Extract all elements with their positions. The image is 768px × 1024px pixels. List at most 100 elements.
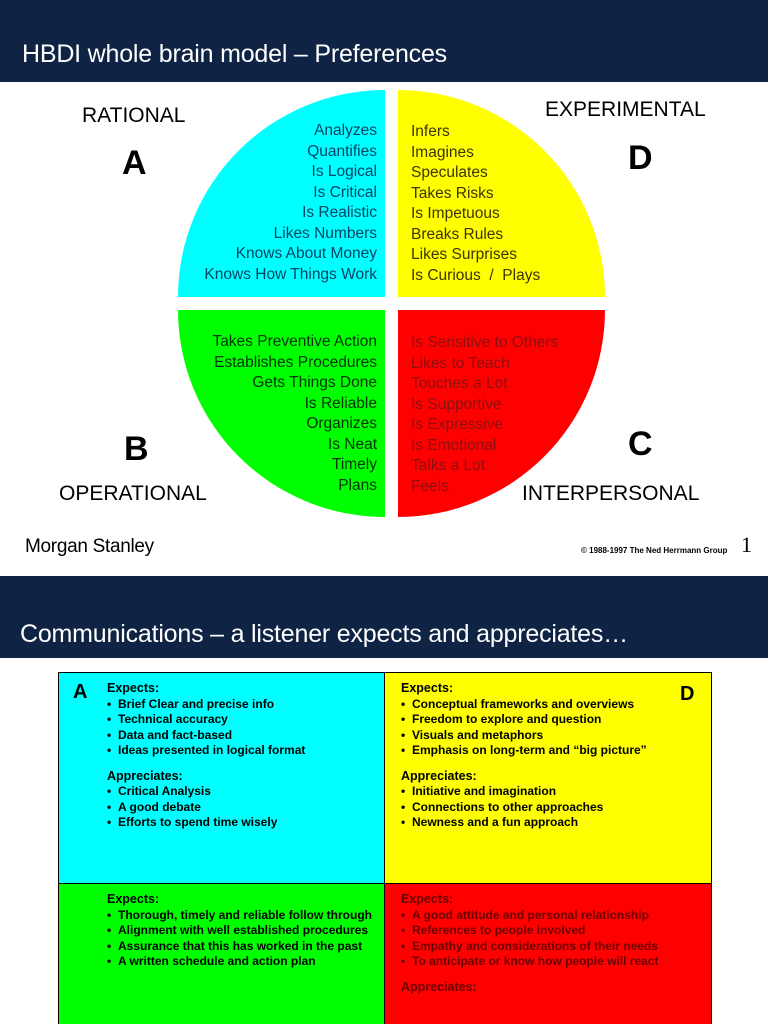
trait-item: Talks a Lot bbox=[411, 457, 486, 474]
trait-item: Organizes bbox=[306, 415, 377, 432]
list-item: To anticipate or know how people will re… bbox=[401, 954, 701, 970]
trait-item: Is Impetuous bbox=[411, 205, 500, 222]
quadrant-c-shape bbox=[398, 310, 605, 517]
trait-item: Breaks Rules bbox=[411, 225, 504, 243]
expects-list: Conceptual frameworks and overviews Free… bbox=[401, 697, 691, 759]
trait-item: Likes Surprises bbox=[411, 246, 517, 263]
box-b: Expects: Thorough, timely and reliable f… bbox=[58, 883, 385, 1024]
appreciates-label: Appreciates: bbox=[107, 768, 183, 783]
quadrant-c-label: INTERPERSONAL bbox=[522, 482, 700, 505]
box-a-content: Expects: Brief Clear and precise info Te… bbox=[107, 681, 382, 831]
trait-item: Is Curious / Plays bbox=[411, 266, 541, 284]
box-c-content: Expects: A good attitude and personal re… bbox=[401, 892, 701, 995]
quadrant-d-traits: Infers Imagines Speculates Takes Risks I… bbox=[411, 122, 540, 286]
expects-list: Thorough, timely and reliable follow thr… bbox=[107, 908, 377, 970]
copyright-notice: © 1988-1997 The Ned Herrmann Group bbox=[581, 546, 728, 555]
quadrant-a-shape bbox=[178, 90, 385, 297]
box-d-content: Expects: Conceptual frameworks and overv… bbox=[401, 681, 691, 831]
trait-item: Likes to Teach bbox=[411, 354, 510, 372]
list-item: Connections to other approaches bbox=[401, 800, 691, 816]
slide2-header: Communications – a listener expects and … bbox=[0, 576, 768, 658]
slide2-title: Communications – a listener expects and … bbox=[20, 620, 628, 648]
expects-label: Expects: bbox=[401, 892, 454, 906]
quadrant-d-letter: D bbox=[628, 139, 653, 177]
trait-item: Is Sensitive to Others bbox=[411, 334, 559, 351]
expects-label: Expects: bbox=[107, 892, 160, 906]
box-a: A Expects: Brief Clear and precise info … bbox=[58, 672, 385, 884]
list-item: Critical Analysis bbox=[107, 784, 382, 800]
trait-item: Touches a Lot bbox=[411, 375, 508, 392]
slide-separator bbox=[0, 566, 768, 576]
page-number: 1 bbox=[741, 532, 752, 557]
list-item: A good attitude and personal relationshi… bbox=[401, 908, 701, 924]
list-item: A written schedule and action plan bbox=[107, 954, 377, 970]
trait-item: Establishes Procedures bbox=[214, 353, 377, 371]
appreciates-list: Initiative and imagination Connections t… bbox=[401, 784, 691, 831]
list-item: Thorough, timely and reliable follow thr… bbox=[107, 908, 377, 924]
box-a-letter: A bbox=[73, 681, 88, 703]
trait-item: Knows About Money bbox=[235, 245, 377, 262]
list-item: Ideas presented in logical format bbox=[107, 743, 382, 759]
trait-item: Is Realistic bbox=[302, 204, 377, 221]
quadrant-c-letter: C bbox=[628, 425, 653, 463]
trait-item: Knows How Things Work bbox=[204, 265, 377, 283]
list-item: Emphasis on long-term and “big picture” bbox=[401, 743, 691, 759]
trait-item: Feels bbox=[411, 477, 449, 495]
appreciates-list: Critical Analysis A good debate Efforts … bbox=[107, 784, 382, 831]
list-item: References to people involved bbox=[401, 923, 701, 939]
slide1-title: HBDI whole brain model – Preferences bbox=[22, 40, 447, 68]
list-item: Technical accuracy bbox=[107, 712, 382, 728]
trait-item: Quantifies bbox=[307, 142, 377, 160]
trait-item: Likes Numbers bbox=[273, 224, 377, 242]
quadrant-b-traits: Takes Preventive Action Establishes Proc… bbox=[212, 332, 377, 496]
list-item: Alignment with well established procedur… bbox=[107, 923, 377, 939]
trait-item: Is Critical bbox=[313, 183, 377, 201]
list-item: Data and fact-based bbox=[107, 728, 382, 744]
whole-brain-diagram bbox=[178, 90, 605, 517]
trait-item: Infers bbox=[411, 123, 450, 140]
list-item: Visuals and metaphors bbox=[401, 728, 691, 744]
trait-item: Plans bbox=[338, 476, 377, 494]
appreciates-label: Appreciates: bbox=[401, 979, 477, 994]
expects-list: Brief Clear and precise info Technical a… bbox=[107, 697, 382, 759]
quadrant-a-letter: A bbox=[122, 144, 147, 182]
trait-item: Is Supportive bbox=[411, 395, 502, 413]
trait-item: Timely bbox=[331, 456, 377, 473]
quadrant-b-label: OPERATIONAL bbox=[59, 482, 207, 505]
expects-label: Expects: bbox=[107, 681, 160, 695]
trait-item: Is Logical bbox=[311, 163, 377, 180]
list-item: Newness and a fun approach bbox=[401, 815, 691, 831]
expects-list: A good attitude and personal relationshi… bbox=[401, 908, 701, 970]
trait-item: Is Expressive bbox=[411, 416, 504, 433]
list-item: A good debate bbox=[107, 800, 382, 816]
quadrant-d-label: EXPERIMENTAL bbox=[545, 98, 706, 121]
quadrant-d-shape bbox=[398, 90, 605, 297]
quadrant-a-label: RATIONAL bbox=[82, 104, 186, 127]
quadrant-c-traits: Is Sensitive to Others Likes to Teach To… bbox=[411, 333, 558, 497]
trait-item: Gets Things Done bbox=[252, 374, 377, 391]
list-item: Initiative and imagination bbox=[401, 784, 691, 800]
quadrant-a-traits: Analyzes Quantifies Is Logical Is Critic… bbox=[204, 121, 377, 285]
trait-item: Analyzes bbox=[314, 122, 377, 139]
appreciates-label: Appreciates: bbox=[401, 768, 477, 783]
company-logo: Morgan Stanley bbox=[25, 536, 154, 557]
list-item: Freedom to explore and question bbox=[401, 712, 691, 728]
list-item: Empathy and considerations of their need… bbox=[401, 939, 701, 955]
list-item: Brief Clear and precise info bbox=[107, 697, 382, 713]
trait-item: Is Neat bbox=[327, 435, 377, 453]
box-c: Expects: A good attitude and personal re… bbox=[384, 883, 712, 1024]
list-item: Assurance that this has worked in the pa… bbox=[107, 939, 377, 955]
trait-item: Takes Risks bbox=[411, 184, 494, 202]
list-item: Efforts to spend time wisely bbox=[107, 815, 382, 831]
trait-item: Takes Preventive Action bbox=[212, 333, 377, 350]
slide1-header: HBDI whole brain model – Preferences bbox=[0, 0, 768, 82]
expects-label: Expects: bbox=[401, 681, 454, 695]
trait-item: Is Reliable bbox=[304, 394, 377, 412]
quadrant-b-letter: B bbox=[124, 430, 149, 468]
trait-item: Is Emotional bbox=[411, 436, 497, 454]
box-b-content: Expects: Thorough, timely and reliable f… bbox=[107, 892, 377, 970]
trait-item: Imagines bbox=[411, 143, 474, 161]
quadrant-b-shape bbox=[178, 310, 385, 517]
box-d: D Expects: Conceptual frameworks and ove… bbox=[384, 672, 712, 884]
trait-item: Speculates bbox=[411, 164, 488, 181]
